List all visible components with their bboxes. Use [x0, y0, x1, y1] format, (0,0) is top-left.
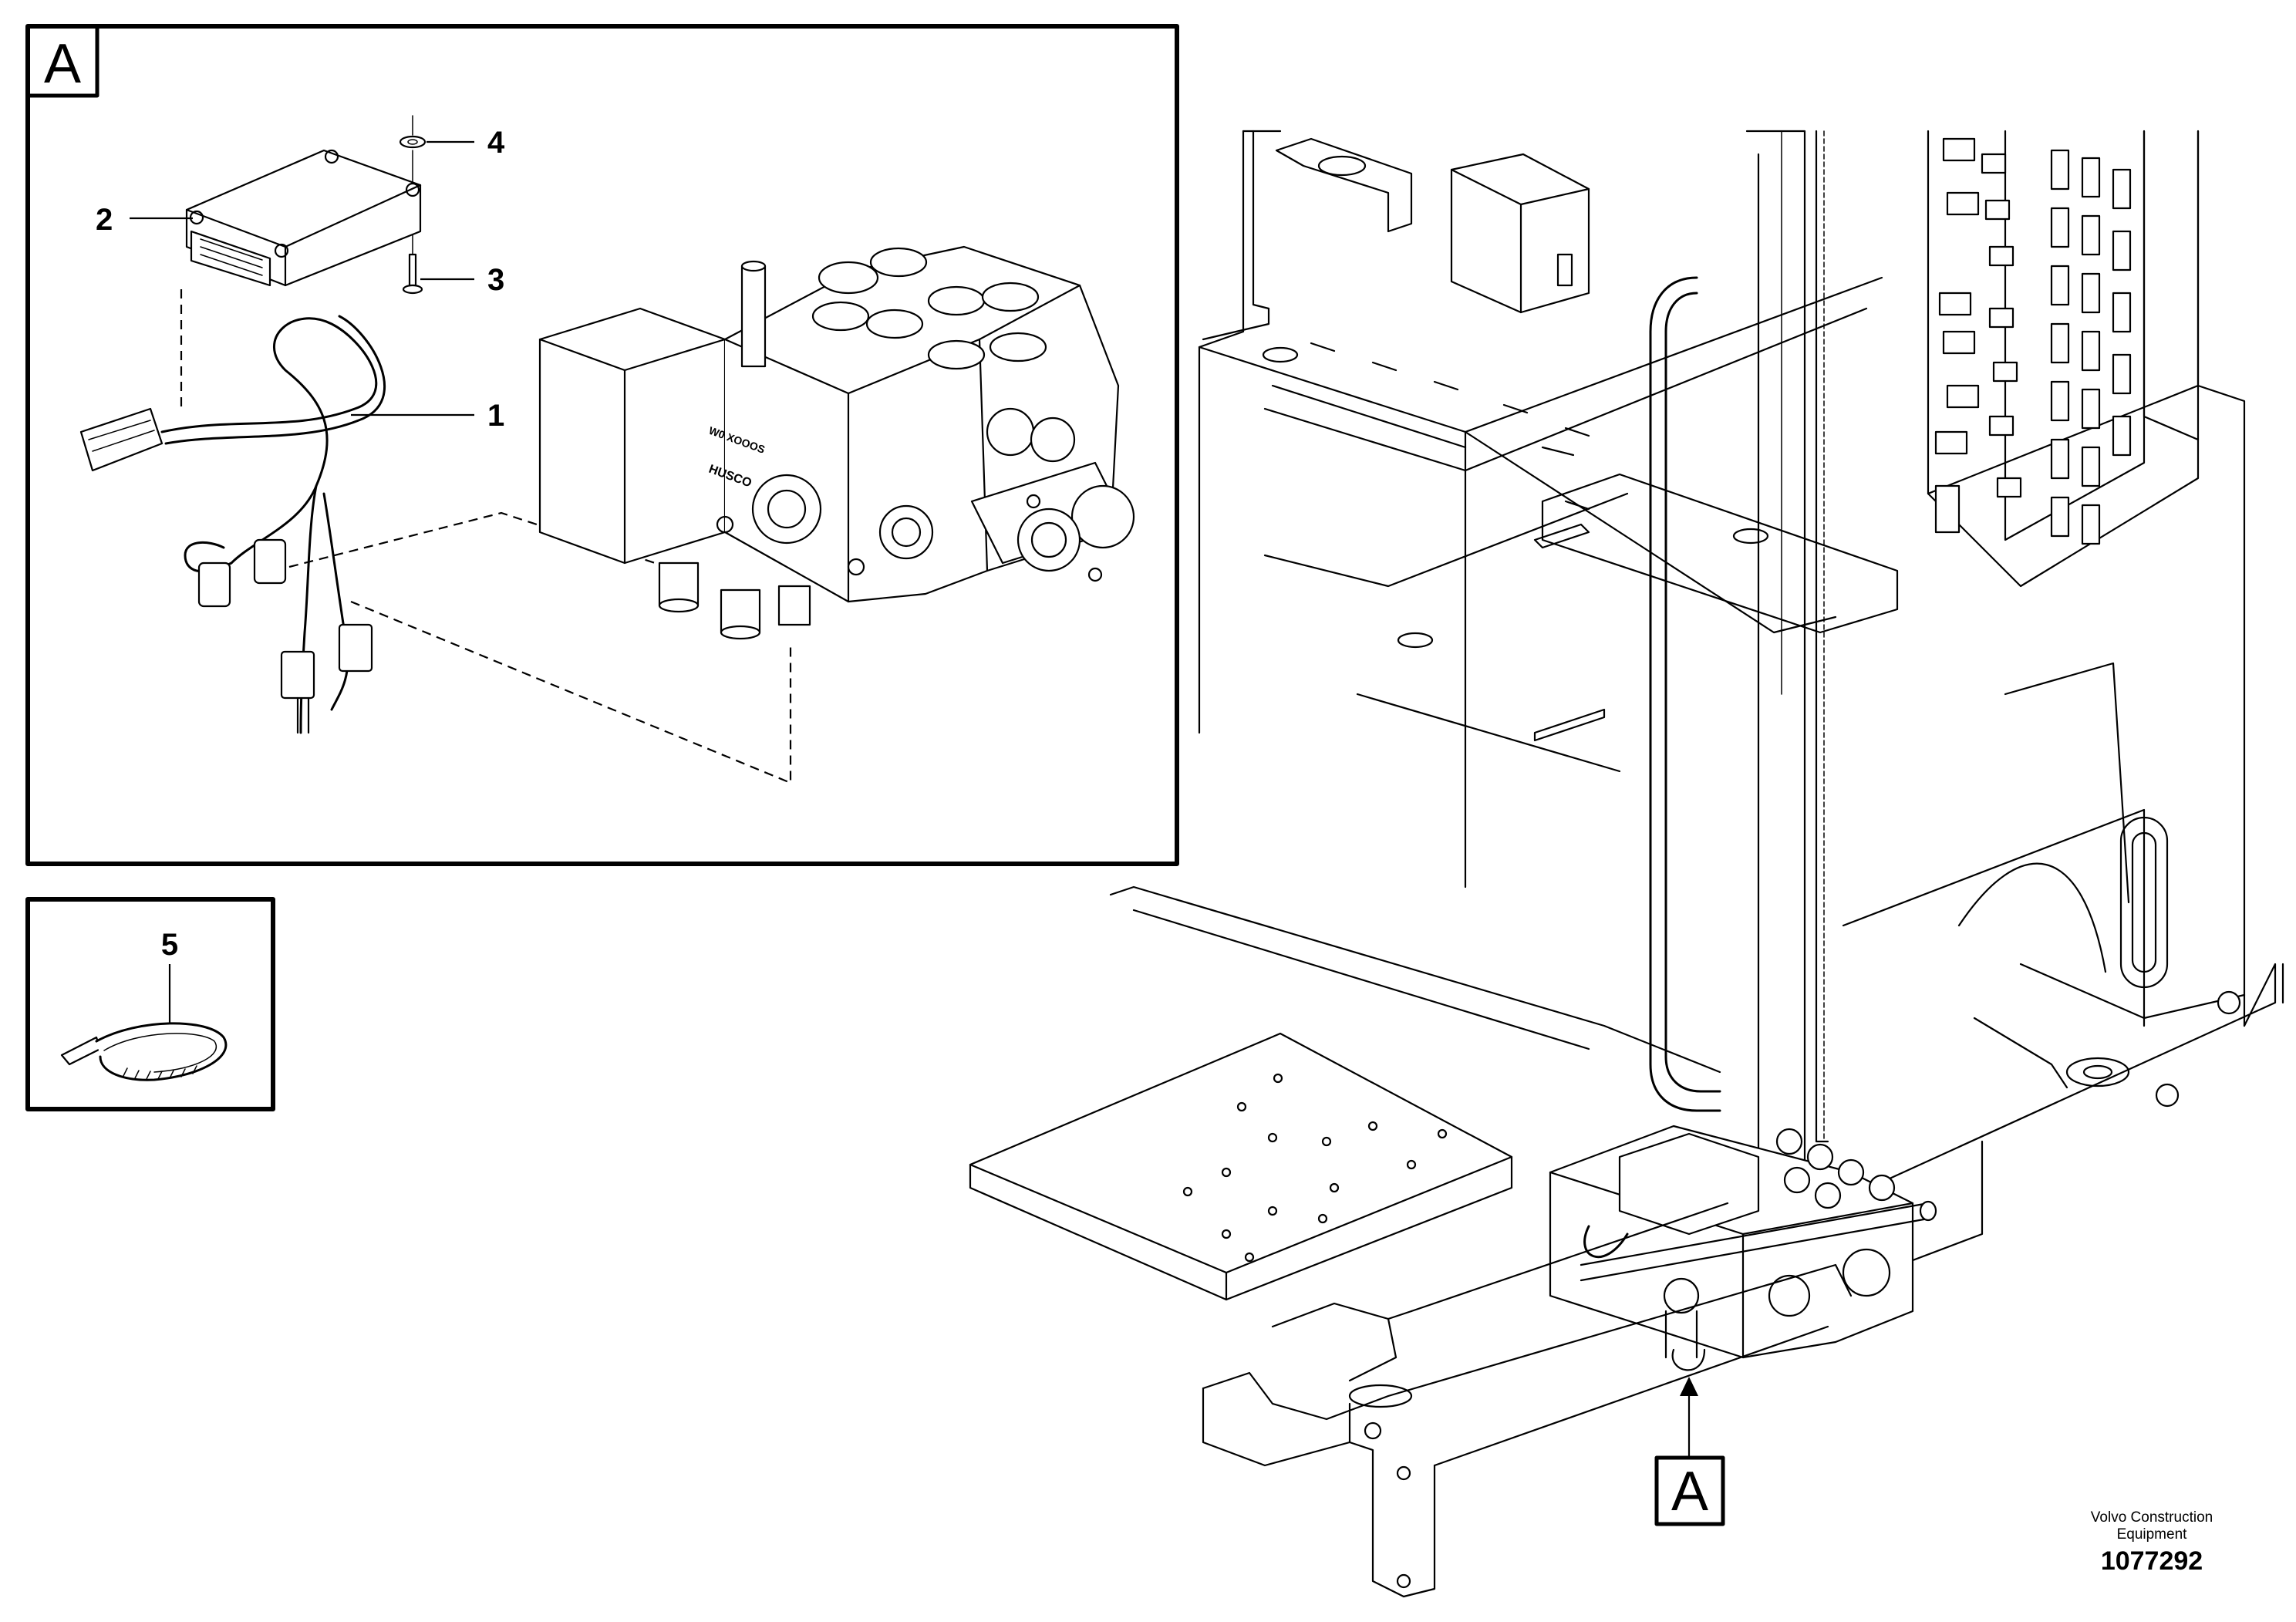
connector-icon	[280, 650, 315, 700]
cable-tie-frame	[25, 897, 275, 1111]
callout-number: 2	[96, 203, 113, 237]
control-unit-part-2	[185, 149, 422, 287]
connector-icon	[197, 561, 231, 608]
publisher-credit: Volvo Construction Equipment	[2036, 1509, 2267, 1543]
connector-icon	[253, 538, 287, 585]
document-number: 1077292	[2100, 1546, 2203, 1576]
connector-icon	[338, 623, 373, 673]
publisher-line-1: Volvo Construction	[2090, 1509, 2213, 1526]
callout-number: 4	[487, 126, 505, 160]
callout-5: 5	[161, 928, 178, 962]
control-valve: W0 XOOOS HUSCO	[538, 245, 1135, 640]
cable-tie-part-5	[60, 1022, 228, 1081]
publisher-line-2: Equipment	[2116, 1526, 2187, 1543]
detail-frame	[25, 24, 1179, 866]
installed-valve	[1549, 1125, 1937, 1371]
circuit-board	[1934, 137, 2132, 545]
callout-1: 1	[351, 399, 504, 433]
callout-4: 4	[426, 126, 505, 160]
assembly-line	[350, 600, 792, 784]
mounting-plate	[969, 1032, 1513, 1301]
washer-part-4	[399, 115, 426, 149]
callout-number: 3	[487, 263, 504, 297]
location-label: A	[1671, 1461, 1708, 1523]
machine-overview: A	[969, 130, 2284, 1598]
cable-tie-view: 5	[25, 897, 275, 1111]
location-marker-a: A	[1654, 1377, 1725, 1526]
detail-view-a: A	[25, 24, 1179, 866]
detail-label: A	[44, 33, 81, 95]
detail-label-box	[25, 24, 99, 98]
callout-2: 2	[96, 203, 193, 237]
callout-number: 1	[487, 399, 504, 433]
wiring-harness-part-1	[79, 315, 386, 734]
callout-3: 3	[420, 263, 504, 297]
